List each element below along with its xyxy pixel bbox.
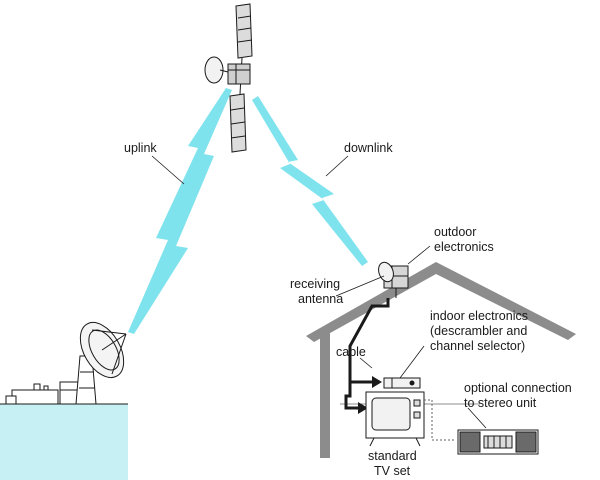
stereo-unit [457, 429, 539, 455]
downlink-label: downlink [344, 141, 393, 155]
receiving-label-1: receiving [290, 277, 340, 291]
cable-arrow-bottom [358, 402, 368, 414]
cable-line-lower [344, 382, 358, 410]
outdoor-label-2: electronics [434, 240, 494, 254]
house-wall-left [320, 332, 330, 458]
optional-label-1: optional connection [464, 381, 572, 395]
satellite-dish [204, 56, 224, 84]
indoor-label-3: channel selector) [430, 339, 525, 353]
cable-leader [359, 357, 373, 369]
receiving-leader [335, 275, 385, 297]
downlink-beam [252, 96, 368, 266]
satellite [204, 3, 253, 153]
optional-label-2: to stereo unit [464, 396, 537, 410]
tv-label-1: standard [368, 449, 417, 463]
uplink-beam [128, 88, 232, 334]
indoor-label-1: indoor electronics [430, 309, 528, 323]
uplink-label: uplink [124, 141, 157, 155]
tv-screen [371, 397, 411, 431]
optional-connection-line [424, 399, 456, 441]
water [0, 404, 128, 480]
ground-station [0, 322, 128, 480]
indoor-label-2: (descrambler and [430, 324, 527, 338]
cable-line [348, 298, 390, 384]
tv-set [365, 391, 425, 447]
cable-label: cable [336, 345, 366, 359]
indoor-leader [399, 345, 425, 379]
cable-arrow-top [372, 376, 382, 388]
tv-label-2: TV set [374, 464, 411, 478]
satellite-body [227, 63, 251, 85]
downlink-leader [325, 155, 349, 177]
ground-building [11, 389, 59, 405]
indoor-electronics-box [383, 377, 421, 389]
satellite-solar-panel-top [235, 3, 253, 59]
outdoor-label-1: outdoor [434, 225, 476, 239]
optional-leader [467, 407, 487, 429]
satellite-solar-panel-bottom [229, 93, 247, 153]
receiving-label-2: antenna [298, 292, 343, 306]
uplink-leader [151, 155, 185, 185]
outdoor-leader [407, 245, 431, 265]
